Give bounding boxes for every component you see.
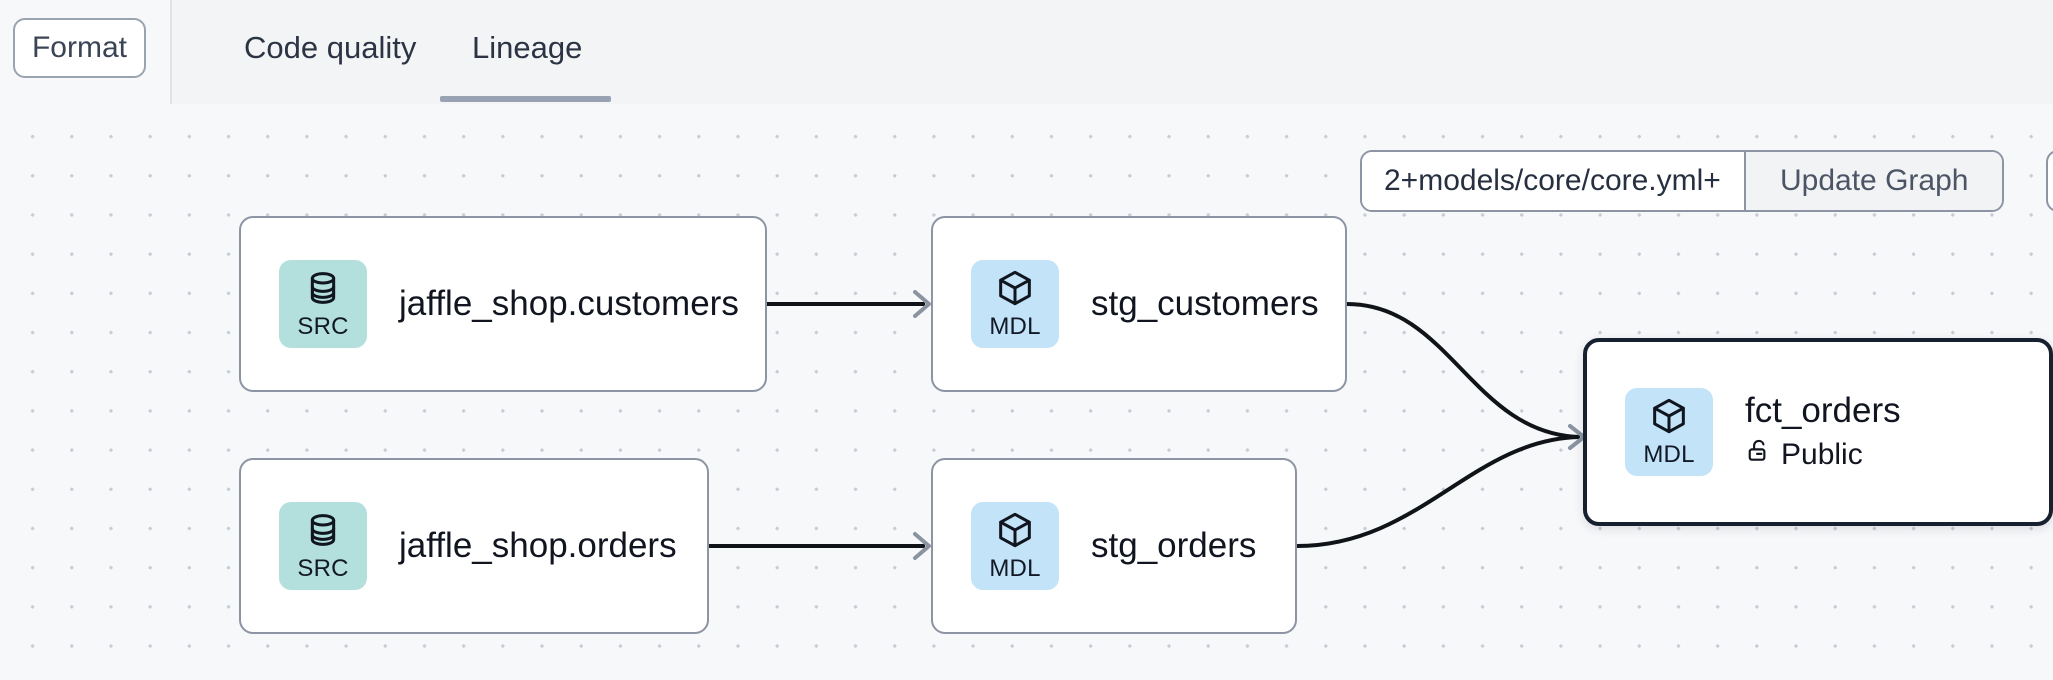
cube-icon [1649,396,1689,441]
tab-lineage[interactable]: Lineage [472,30,583,65]
node-title: jaffle_shop.orders [399,526,677,565]
node-badge-label: SRC [297,313,349,340]
top-toolbar: Format Code quality Lineage [0,0,2053,104]
node-badge-label: MDL [1643,441,1695,468]
cube-icon [995,268,1035,313]
database-icon [303,510,343,555]
node-access-label: Public [1781,438,1863,471]
tab-code-quality[interactable]: Code quality [244,30,417,65]
node-text-block: stg_orders [1091,525,1256,567]
node-badge-label: SRC [297,555,349,582]
node-text-block: jaffle_shop.customers [399,283,739,325]
node-title: jaffle_shop.customers [399,284,739,323]
edge-arrow-fct-orders [1568,424,1586,450]
edge-arrow-stg-orders [913,532,931,560]
lineage-node-stg-customers[interactable]: MDL stg_customers [931,216,1347,392]
format-toolbar-section: Format [0,0,172,104]
node-badge-mdl: MDL [1625,388,1713,476]
node-badge-label: MDL [989,555,1041,582]
update-graph-button[interactable]: Update Graph [1744,152,2003,210]
node-title: stg_orders [1091,526,1257,565]
lineage-node-jaffle-shop-customers[interactable]: SRC jaffle_shop.customers [239,216,767,392]
node-text-block: stg_customers [1091,283,1319,325]
database-icon [303,268,343,313]
lineage-node-stg-orders[interactable]: MDL stg_orders [931,458,1297,634]
cube-icon [995,510,1035,555]
node-badge-src: SRC [279,502,367,590]
tab-lineage-active-indicator [440,96,611,102]
node-access-row: Public [1745,436,1901,474]
node-badge-mdl: MDL [971,502,1059,590]
node-text-block: jaffle_shop.orders [399,525,677,567]
graph-selector-toolbar: Update Graph [1360,150,2005,212]
edge-stg-orders-to-fct-orders [1296,435,1581,548]
edge-stg-customers-to-fct-orders [1346,302,1581,439]
lineage-node-fct-orders[interactable]: MDL fct_orders Public [1583,338,2053,526]
node-title: stg_customers [1091,284,1319,323]
lineage-canvas[interactable]: SRC jaffle_shop.customers MDL stg_custo [0,104,2053,680]
node-badge-mdl: MDL [971,260,1059,348]
node-title: fct_orders [1745,391,1901,430]
lineage-node-jaffle-shop-orders[interactable]: SRC jaffle_shop.orders [239,458,709,634]
edge-arrow-stg-customers [913,290,931,318]
unlock-icon [1745,436,1772,474]
graph-toolbar-overflow-control[interactable] [2046,150,2053,212]
node-badge-label: MDL [989,313,1041,340]
format-button[interactable]: Format [13,18,146,78]
node-selector-input[interactable] [1362,152,1744,210]
node-text-block: fct_orders Public [1745,390,1901,474]
node-badge-src: SRC [279,260,367,348]
